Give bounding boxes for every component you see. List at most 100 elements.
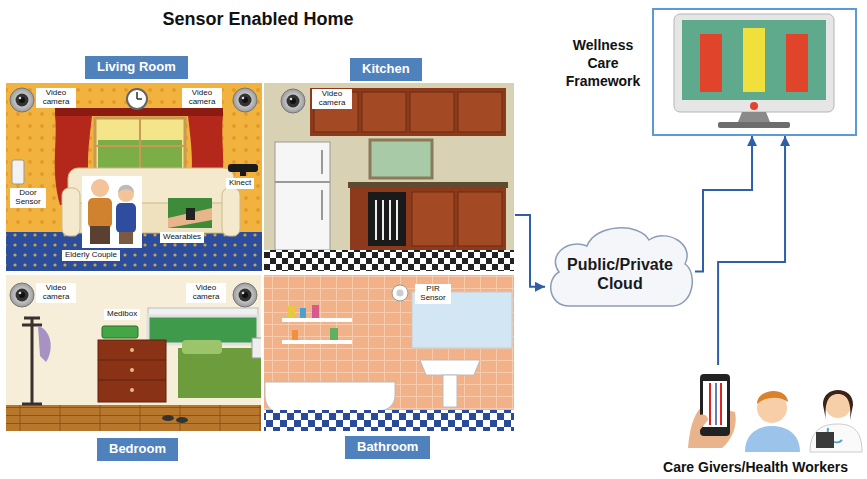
living-room-art <box>127 89 147 109</box>
bathroom-art <box>282 318 352 322</box>
room-label: Bedroom <box>97 438 178 461</box>
bathroom-art <box>300 308 306 318</box>
kitchen-art <box>275 142 330 250</box>
sensor-tag: Elderly Couple <box>62 250 120 261</box>
bathroom-art <box>397 290 404 297</box>
sensor-tag: Video camera <box>36 88 76 108</box>
room-dividers <box>263 273 515 432</box>
kitchen-art <box>368 192 406 246</box>
bathroom-art <box>263 275 515 432</box>
living-room-art <box>88 198 112 228</box>
living-room-art <box>82 176 142 248</box>
sensor-tag: Kinect <box>226 178 254 189</box>
living-room-art <box>62 188 80 236</box>
bedroom-art <box>130 348 134 352</box>
living-room-art <box>233 88 257 112</box>
room-panel: Living RoomVideo cameraVideo cameraDoor … <box>5 82 263 272</box>
bedroom-art <box>38 326 51 362</box>
living-room-art <box>240 172 246 176</box>
room-dividers <box>5 82 263 272</box>
living-room-art <box>228 164 258 172</box>
living-room-art <box>5 82 263 272</box>
kitchen-art <box>458 92 502 132</box>
sensor-tag: Video camera <box>182 88 222 108</box>
room-label: Kitchen <box>350 58 422 81</box>
kitchen-art <box>458 192 502 246</box>
monitor-bezel <box>674 14 834 112</box>
status-bar <box>786 34 808 92</box>
sensor-tag: Video camera <box>312 89 352 109</box>
monitor-stand <box>738 112 770 122</box>
data-flow-arrow <box>515 215 545 287</box>
device-label: Medibox <box>107 310 137 319</box>
bedroom-art <box>162 415 174 421</box>
device-label: Wearables <box>163 233 201 242</box>
living-room-art <box>186 208 195 220</box>
kitchen-art <box>362 92 406 132</box>
device-label: Video camera <box>185 89 219 107</box>
data-flow-arrow <box>695 136 752 272</box>
cloud-outline <box>551 228 693 306</box>
bedroom-art <box>233 283 257 307</box>
kitchen-art <box>412 192 454 246</box>
bathroom-art <box>288 306 295 318</box>
caregiver-art <box>709 383 711 425</box>
room-dividers <box>5 273 262 432</box>
bathroom-art <box>392 285 408 301</box>
kitchen-art <box>263 82 515 272</box>
living-room-art <box>222 188 240 236</box>
living-room-art <box>116 203 136 233</box>
bathroom-art <box>263 410 515 432</box>
bedroom-art <box>178 348 262 398</box>
cloud-node: Public/Private Cloud <box>545 222 695 312</box>
device-label: Video camera <box>39 89 73 107</box>
living-room-art <box>119 232 133 244</box>
bathroom-art <box>265 382 395 412</box>
living-room-art <box>95 118 185 174</box>
room-label: Living Room <box>85 56 188 79</box>
bathroom-art <box>443 375 457 407</box>
monitor-display <box>682 20 826 100</box>
caregiver-art <box>695 414 708 430</box>
caregiver-art <box>810 424 862 452</box>
bedroom-art <box>5 275 264 432</box>
living-room-art <box>5 82 263 272</box>
bedroom-art <box>176 417 188 423</box>
device-label: Elderly Couple <box>65 251 117 260</box>
room-panel: KitchenVideo camera <box>263 82 515 272</box>
node-label: Public/Private Cloud <box>564 255 676 293</box>
caregiver-group: Care Givers/Health Workers <box>648 365 863 477</box>
kitchen-art <box>275 150 330 220</box>
room-dividers <box>263 82 515 272</box>
sensor-tag: PIR Sensor <box>415 284 451 304</box>
room-panel: BedroomVideo cameraVideo cameraMedibox <box>5 275 262 432</box>
living-room-art <box>12 160 24 184</box>
bedroom-art <box>5 275 262 432</box>
bedroom-art <box>5 405 262 432</box>
device-label: Video camera <box>39 284 73 302</box>
kitchen-art <box>263 82 515 272</box>
bedroom-art <box>102 326 138 338</box>
kitchen-art <box>281 89 305 113</box>
device-label: Video camera <box>315 90 349 108</box>
device-label: Door Sensor <box>13 189 43 207</box>
status-bar <box>743 28 765 92</box>
bedroom-art <box>98 360 166 380</box>
sensor-tag: Medibox <box>104 309 140 320</box>
caregiver-art <box>757 391 788 404</box>
living-room-art <box>168 198 212 228</box>
bathroom-art <box>263 275 515 432</box>
caregiver-art <box>816 432 834 448</box>
kitchen-art <box>348 182 508 188</box>
caregiver-art <box>720 383 722 425</box>
diagram-title: Sensor Enabled Home <box>108 9 408 30</box>
caregiver-art <box>823 390 853 420</box>
sensor-tag: Video camera <box>186 283 226 303</box>
kitchen-art <box>370 140 432 178</box>
bedroom-art <box>130 388 134 392</box>
node-label: Wellness Care Framework <box>558 36 648 91</box>
kitchen-art <box>310 88 506 136</box>
bedroom-art <box>10 283 34 307</box>
monitor-screen: Wellness Care Framework <box>652 8 857 136</box>
